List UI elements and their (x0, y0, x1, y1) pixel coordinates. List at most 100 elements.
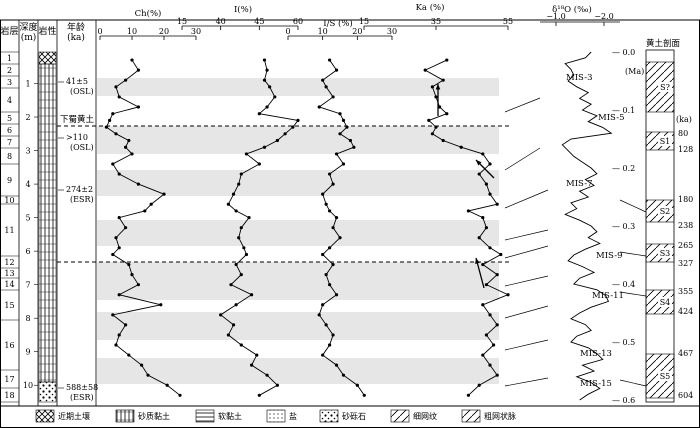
data-point (268, 85, 272, 89)
legend-label: 粗网状脉 (484, 411, 516, 421)
arrow-head (475, 258, 480, 264)
data-point (488, 313, 492, 317)
legend-label: 软黏土 (218, 411, 242, 421)
layer-number: 9 (7, 176, 12, 185)
data-point (317, 313, 321, 317)
data-point (226, 202, 230, 206)
data-point (499, 252, 503, 257)
lithology-recent-soil (38, 51, 57, 65)
header-depth: 深度(m) (19, 21, 37, 43)
data-point (495, 323, 499, 327)
axis-tick-label: −1.0 (546, 12, 565, 21)
data-point (136, 68, 140, 72)
data-point (257, 112, 261, 116)
axis-tick-label: 30 (191, 27, 201, 36)
correlation-line (619, 199, 647, 213)
correlation-line (504, 147, 541, 171)
data-point (338, 112, 342, 116)
legend-swatch (115, 409, 135, 423)
data-point (239, 172, 243, 176)
mis-label: MIS-13 (580, 349, 612, 359)
data-point (111, 313, 115, 317)
data-point (237, 182, 241, 186)
data-point (124, 78, 128, 82)
data-point (136, 105, 140, 109)
data-point (136, 283, 140, 287)
layer-number: 2 (7, 66, 12, 75)
loess-age: 128 (678, 145, 693, 154)
paleosol-label: S3 (660, 249, 671, 258)
arrow-head (435, 84, 441, 90)
layer-number: 12 (4, 258, 14, 267)
data-point (362, 393, 366, 397)
isotope-line (561, 51, 613, 401)
marine-unit: (Ma) (625, 67, 644, 76)
data-point (334, 363, 339, 367)
data-point (334, 152, 339, 156)
layer-number: 5 (7, 114, 12, 123)
data-point (127, 353, 131, 357)
header-lithology: 岩性 (38, 25, 56, 37)
loess-age: 467 (678, 349, 693, 358)
data-point (143, 209, 147, 213)
data-point (296, 118, 300, 122)
grey-band (97, 358, 499, 384)
layer-number: 18 (4, 391, 14, 400)
marine-age-tick: — 0.3 (612, 222, 635, 231)
axis-tick-label: 10 (127, 27, 137, 36)
mis-label: MIS-5 (598, 113, 624, 123)
data-point (111, 112, 115, 116)
data-point (459, 145, 463, 149)
data-point (328, 209, 332, 213)
data-point (114, 132, 118, 136)
age-method: (ESR) (70, 195, 94, 204)
data-point (488, 363, 492, 367)
data-point (257, 162, 261, 166)
data-point (229, 283, 233, 287)
axis-tick-label: 10 (318, 27, 328, 36)
data-point (481, 216, 485, 220)
data-point (130, 273, 134, 277)
data-point (341, 162, 346, 166)
loess-age: 355 (678, 287, 693, 296)
series-line (424, 59, 510, 396)
loess-age: 604 (678, 391, 693, 400)
data-point (484, 333, 488, 337)
data-point (273, 95, 277, 99)
marine-age-tick: — 0.1 (612, 106, 635, 115)
data-point (492, 343, 496, 347)
axis-tick-label: 0 (97, 27, 102, 36)
correlation-line (619, 379, 647, 387)
age-method: (OSL) (70, 143, 94, 152)
axis-tick-label: 15 (359, 17, 369, 26)
mis-label: MIS-9 (596, 251, 622, 261)
data-point (338, 132, 342, 136)
depth-tick: 8 (25, 314, 30, 323)
correlation-line (619, 291, 647, 297)
data-point (341, 373, 346, 377)
data-point (434, 95, 438, 99)
data-point (140, 363, 144, 367)
legend-swatch (266, 409, 286, 423)
data-point (495, 373, 499, 377)
data-point (127, 138, 131, 143)
data-point (234, 262, 238, 267)
data-point (117, 246, 121, 250)
age-method: (ESR) (70, 393, 94, 402)
depth-tick: 2 (25, 113, 30, 122)
depth-tick: 3 (25, 147, 30, 156)
layer-number: 7 (7, 138, 12, 147)
depth-tick: 6 (25, 247, 30, 256)
data-point (324, 273, 328, 277)
data-point (481, 353, 485, 357)
data-point (488, 192, 492, 196)
legend-label: 盐 (289, 411, 297, 421)
header-d18o: δ¹⁸O (‰) (552, 4, 592, 15)
paleosol-label: S1 (660, 137, 671, 146)
paleosol-label-bg (658, 136, 672, 146)
axis-tick-label: 15 (177, 17, 187, 26)
data-point (488, 162, 492, 166)
depth-tick: 1 (25, 80, 30, 89)
depth-tick: 5 (25, 214, 30, 223)
loess-unit: (ka) (676, 115, 692, 124)
